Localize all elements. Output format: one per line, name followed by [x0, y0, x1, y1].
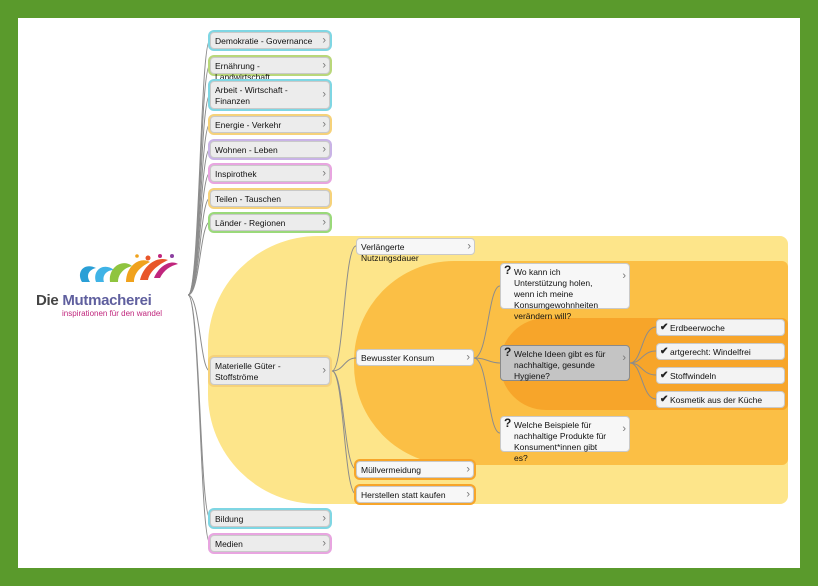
- branch-demokratie-governance[interactable]: Demokratie - Governance ›: [210, 32, 330, 49]
- branch-laender-regionen[interactable]: Länder - Regionen ›: [210, 214, 330, 231]
- node-label: Bewusster Konsum: [361, 353, 435, 363]
- branch-label: Medien: [215, 539, 243, 549]
- chevron-right-icon: ›: [322, 167, 326, 179]
- question-beispiele-produkte[interactable]: ? Welche Beispiele für nachhaltige Produ…: [500, 416, 630, 463]
- chevron-right-icon: ›: [467, 240, 471, 252]
- node-label: Herstellen statt kaufen: [361, 490, 446, 500]
- branch-label: Arbeit - Wirtschaft - Finanzen: [215, 85, 288, 106]
- idea-label: Erdbeerwoche: [670, 323, 725, 333]
- idea-windelfrei[interactable]: ✔ artgerecht: Windelfrei: [656, 343, 785, 360]
- chevron-right-icon: ›: [322, 216, 326, 228]
- checkmark-icon: ✔: [660, 370, 669, 381]
- checkmark-icon: ✔: [660, 322, 669, 333]
- chevron-right-icon: ›: [322, 118, 326, 130]
- node-muellvermeidung[interactable]: Müllvermeidung ›: [356, 461, 474, 478]
- branch-label: Demokratie - Governance: [215, 36, 313, 46]
- idea-erdbeerwoche[interactable]: ✔ Erdbeerwoche: [656, 319, 785, 336]
- question-mark-icon: ?: [504, 345, 512, 359]
- branch-bildung[interactable]: Bildung ›: [210, 510, 330, 527]
- logo-tagline: inspirationen für den wandel: [62, 309, 163, 318]
- branch-ernaehrung-landwirtschaft[interactable]: Ernährung - Landwirtschaft ›: [210, 57, 330, 82]
- branch-materielle-gueter[interactable]: Materielle Güter - Stoffströme ›: [210, 357, 330, 385]
- chevron-right-icon: ›: [466, 488, 470, 500]
- chevron-right-icon: ›: [622, 423, 626, 435]
- branch-label: Inspirothek: [215, 169, 257, 179]
- connector-lines: [187, 39, 657, 544]
- idea-label: Kosmetik aus der Küche: [670, 395, 763, 405]
- logo-splash-icon: [79, 254, 178, 282]
- chevron-right-icon: ›: [466, 463, 470, 475]
- branch-arbeit-wirtschaft-finanzen[interactable]: Arbeit - Wirtschaft - Finanzen ›: [210, 81, 330, 109]
- branch-inspirothek[interactable]: Inspirothek ›: [210, 165, 330, 182]
- chevron-right-icon: ›: [322, 512, 326, 524]
- logo-wordmark: Die Mutmacherei: [36, 292, 152, 309]
- node-bewusster-konsum[interactable]: Bewusster Konsum ›: [356, 349, 474, 366]
- chevron-right-icon: ›: [322, 59, 326, 71]
- branch-label: Bildung: [215, 514, 244, 524]
- question-mark-icon: ?: [504, 416, 512, 430]
- branch-label: Ernährung - Landwirtschaft: [215, 61, 270, 82]
- branch-wohnen-leben[interactable]: Wohnen - Leben ›: [210, 141, 330, 158]
- chevron-right-icon: ›: [466, 351, 470, 363]
- branch-label: Wohnen - Leben: [215, 145, 278, 155]
- branch-label: Materielle Güter - Stoffströme: [215, 361, 281, 382]
- question-hygiene[interactable]: ? Welche Ideen gibt es für nachhaltige, …: [500, 345, 630, 381]
- chevron-right-icon: ›: [322, 364, 326, 377]
- idea-label: artgerecht: Windelfrei: [670, 347, 751, 357]
- question-unterstuetzung[interactable]: ? Wo kann ich Unterstützung holen, wenn …: [500, 263, 630, 321]
- question-label: Welche Ideen gibt es für nachhaltige, ge…: [514, 349, 606, 381]
- question-mark-icon: ?: [504, 263, 512, 277]
- chevron-right-icon: ›: [622, 270, 626, 282]
- chevron-right-icon: ›: [322, 34, 326, 46]
- checkmark-icon: ✔: [660, 346, 669, 357]
- node-herstellen-statt-kaufen[interactable]: Herstellen statt kaufen ›: [356, 486, 474, 503]
- chevron-right-icon: ›: [622, 352, 626, 364]
- branch-label: Energie - Verkehr: [215, 120, 282, 130]
- chevron-right-icon: ›: [322, 143, 326, 155]
- idea-stoffwindeln[interactable]: ✔ Stoffwindeln: [656, 367, 785, 384]
- branch-label: Länder - Regionen: [215, 218, 286, 228]
- mindmap-canvas: Die Mutmacherei inspirationen für den wa…: [18, 18, 800, 568]
- idea-kosmetik-kueche[interactable]: ✔ Kosmetik aus der Küche: [656, 391, 785, 408]
- node-label: Müllvermeidung: [361, 465, 421, 475]
- branch-medien[interactable]: Medien ›: [210, 535, 330, 552]
- node-verlaengerte-nutzungsdauer[interactable]: Verlängerte Nutzungsdauer ›: [356, 238, 475, 263]
- chevron-right-icon: ›: [322, 537, 326, 549]
- question-label: Welche Beispiele für nachhaltige Produkt…: [514, 420, 607, 463]
- idea-label: Stoffwindeln: [670, 371, 717, 381]
- node-label: Verlängerte Nutzungsdauer: [361, 242, 419, 263]
- branch-energie-verkehr[interactable]: Energie - Verkehr ›: [210, 116, 330, 133]
- question-label: Wo kann ich Unterstützung holen, wenn ic…: [514, 267, 599, 321]
- branch-teilen-tauschen[interactable]: Teilen - Tauschen: [210, 190, 330, 207]
- checkmark-icon: ✔: [660, 394, 669, 405]
- branch-label: Teilen - Tauschen: [215, 194, 281, 204]
- chevron-right-icon: ›: [322, 88, 326, 101]
